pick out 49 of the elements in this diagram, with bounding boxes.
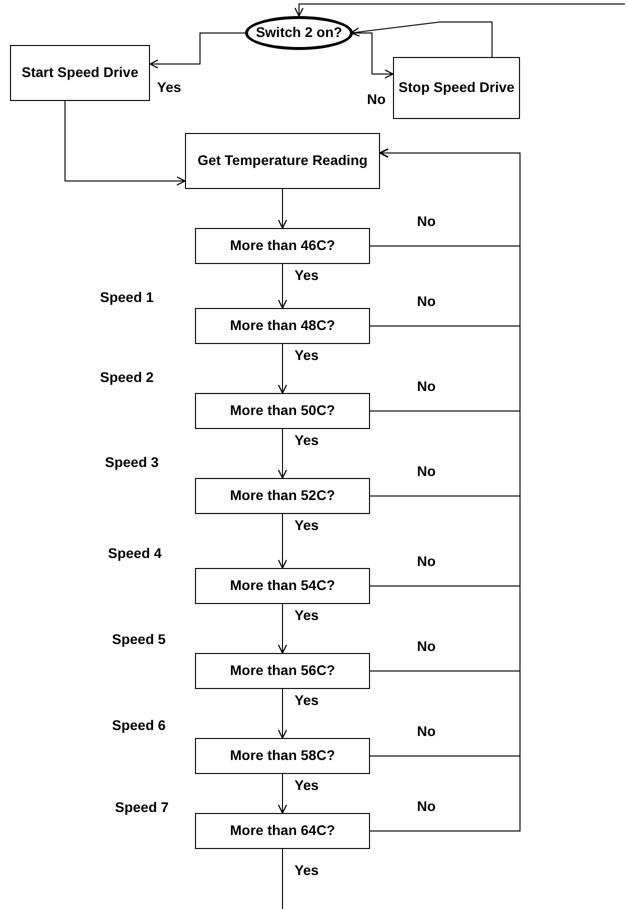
process-box: Start Speed Drive — [10, 45, 150, 101]
edge-label: Yes — [292, 433, 321, 447]
edge-label: Yes — [292, 863, 321, 877]
arrow — [278, 188, 288, 229]
speed-label: Speed 6 — [112, 718, 166, 732]
arrow — [278, 264, 288, 309]
edge-label: No — [415, 379, 438, 393]
edge-label: No — [415, 294, 438, 308]
edge-label: No — [415, 554, 438, 568]
edge-label: Yes — [292, 518, 321, 532]
edge-label: No — [365, 92, 388, 106]
arrow — [149, 32, 246, 69]
speed-label: Speed 5 — [112, 632, 166, 646]
edge-label: Yes — [155, 80, 184, 94]
arrow — [278, 514, 288, 569]
decision-ellipse: Switch 2 on? — [245, 16, 353, 50]
decision-box: More than 48C? — [195, 308, 370, 344]
edge-label: No — [415, 639, 438, 653]
speed-label: Speed 4 — [108, 546, 162, 560]
arrow — [294, 4, 626, 17]
decision-box: More than 58C? — [195, 738, 370, 774]
speed-label: Speed 3 — [105, 455, 159, 469]
edge-label: Yes — [292, 268, 321, 282]
edge-label: No — [415, 799, 438, 813]
arrow — [64, 100, 186, 186]
decision-box: More than 50C? — [195, 393, 370, 429]
arrow — [278, 344, 288, 394]
edge-label: Yes — [292, 778, 321, 792]
edge-label: Yes — [292, 693, 321, 707]
speed-label: Speed 1 — [100, 290, 154, 304]
decision-box: More than 54C? — [195, 568, 370, 604]
decision-box: More than 52C? — [195, 478, 370, 514]
decision-box: More than 46C? — [195, 228, 370, 264]
arrow — [278, 688, 288, 739]
speed-label: Speed 2 — [100, 370, 154, 384]
decision-box: More than 56C? — [195, 653, 370, 689]
arrow — [278, 604, 288, 654]
edge-label: No — [415, 464, 438, 478]
edge-label: No — [415, 724, 438, 738]
arrow — [278, 428, 288, 479]
edge-label: Yes — [292, 348, 321, 362]
arrow — [278, 774, 288, 814]
process-box: Stop Speed Drive — [393, 57, 520, 119]
process-box: Get Temperature Reading — [185, 133, 380, 189]
edge-label: Yes — [292, 608, 321, 622]
decision-box: More than 64C? — [195, 813, 370, 849]
speed-label: Speed 7 — [115, 800, 169, 814]
edge-label: No — [415, 214, 438, 228]
arrow — [352, 32, 394, 79]
